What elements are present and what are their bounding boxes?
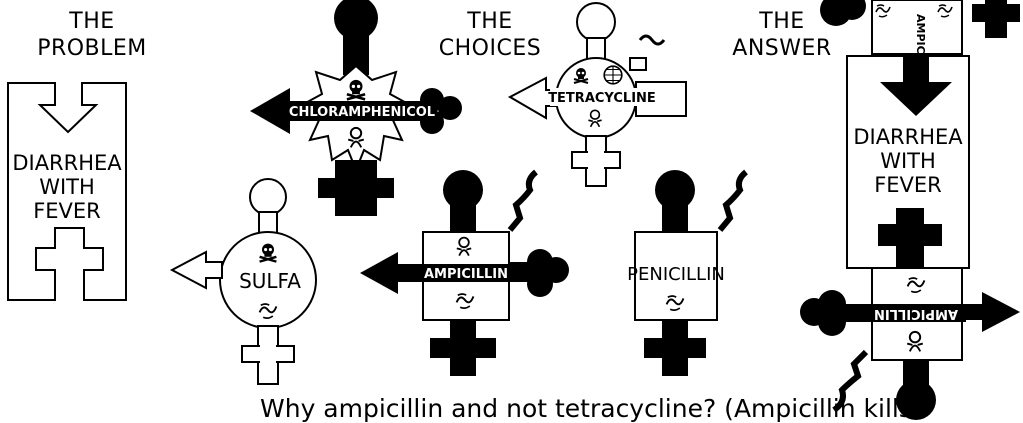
problem-box-line1: DIARRHEA: [12, 151, 122, 175]
problem-box-line2: WITH: [39, 175, 95, 199]
sulfa-label: SULFA: [239, 269, 301, 293]
answer-box-line1: DIARRHEA: [853, 125, 963, 149]
tetracycline-top-knob: [576, 2, 616, 42]
answer-squiggle: [832, 349, 869, 413]
problem-box: DIARRHEA WITH FEVER: [7, 82, 127, 301]
penicillin-cross: [644, 338, 706, 358]
penicillin-top-knob: [655, 170, 695, 210]
chloramphenicol-piece: CHLORAMPHENICOL: [250, 0, 462, 216]
answer-box-line2: WITH: [880, 149, 936, 173]
header-choices-line1: THE: [467, 9, 513, 34]
sulfa-piece: SULFA: [169, 178, 317, 385]
tetracycline-label: TETRACYCLINE: [548, 91, 656, 106]
header-choices: THE CHOICES: [430, 8, 550, 62]
globe-icon: [603, 65, 623, 85]
ampicillin-top-knob: [443, 170, 483, 210]
header-answer-line2: ANSWER: [732, 36, 832, 61]
answer-bottom-label: AMPICILLIN: [874, 306, 958, 321]
chloramphenicol-top-knob: [334, 0, 378, 40]
header-problem: THE PROBLEM: [32, 8, 152, 62]
ampicillin-piece: AMPICILLIN: [360, 169, 569, 376]
penicillin-piece: PENICILLIN: [627, 169, 748, 376]
header-answer-line1: THE: [759, 9, 805, 34]
answer-cross: [878, 224, 942, 246]
problem-box-outline: [7, 82, 127, 301]
penicillin-box: [634, 231, 718, 321]
chloramphenicol-cross: [318, 178, 394, 198]
header-problem-line2: PROBLEM: [37, 36, 147, 61]
header-choices-line2: CHOICES: [438, 36, 542, 61]
sulfa-top-knob: [249, 178, 287, 216]
sulfa-left-arrow: [169, 250, 223, 290]
tetracycline-squiggle: [638, 34, 666, 46]
answer-piece: AMPICILLIN DIARRHEA WITH FEVER AMPICILLI…: [800, 0, 1020, 420]
penicillin-squiggle: [717, 169, 748, 232]
answer-box-line3: FEVER: [874, 173, 942, 197]
ampicillin-left-arrow: [360, 252, 418, 294]
answer-down-arrow: [880, 82, 952, 116]
answer-bottom-knob: [896, 380, 936, 420]
ampicillin-label: AMPICILLIN: [424, 267, 508, 282]
penicillin-label: PENICILLIN: [627, 264, 725, 285]
caption-text: Why ampicillin and not tetracycline? (Am…: [260, 394, 912, 423]
header-problem-line1: THE: [69, 9, 115, 34]
chloramphenicol-left-arrow: [250, 88, 300, 134]
problem-box-line3: FEVER: [33, 199, 101, 223]
answer-right-arrow: [962, 292, 1020, 332]
ampicillin-squiggle: [507, 169, 538, 232]
ampicillin-cross: [430, 338, 496, 358]
tetracycline-piece: TETRACYCLINE: [507, 2, 687, 187]
chloramphenicol-label: CHLORAMPHENICOL: [289, 105, 435, 120]
header-answer: THE ANSWER: [728, 8, 836, 62]
answer-top-box: [871, 0, 963, 55]
